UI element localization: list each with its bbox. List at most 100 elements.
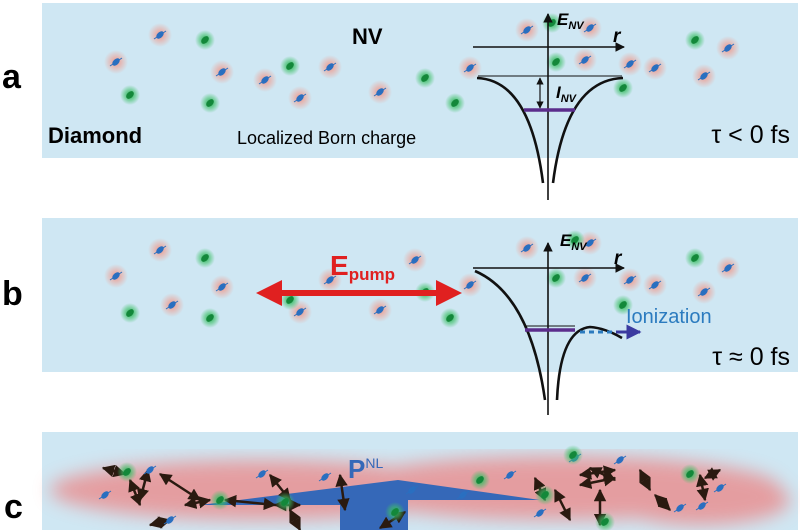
localized-charge [643,56,667,80]
electron [98,490,112,500]
electron [456,490,470,500]
interaction-arrow [223,494,277,511]
nitrogen-atom [546,268,566,288]
electron [673,503,687,513]
nitrogen-atom [563,445,583,465]
interaction-arrow [696,473,709,502]
localized-charge [403,248,427,272]
localized-charge [458,56,482,80]
localized-charge [104,50,128,74]
nitrogen-atom [195,30,215,50]
localized-charge [210,275,234,299]
nitrogen-atom [595,512,615,530]
panel-b-letter: b [2,275,23,313]
electron [405,485,419,495]
localized-charge [618,52,642,76]
pump-field-label: Epump [330,250,395,284]
nitrogen-atom [546,52,566,72]
potential-well-a [473,13,625,200]
localized-charge [515,18,539,42]
localized-charge [573,48,597,72]
nitrogen-atom [613,78,633,98]
localized-charge [318,268,342,292]
localized-charge [368,298,392,322]
localized-charge [458,273,482,297]
panel-a-atoms [104,13,740,113]
nitrogen-atom [680,464,700,484]
electron [695,501,709,511]
nitrogen-atom [200,93,220,113]
nonlinear-polarization-arrow [200,480,540,530]
localized-charge [288,86,312,110]
interaction-arrow [703,467,722,481]
r-axis-label-b: r [614,248,623,269]
localized-charge [148,238,172,262]
nitrogen-atom [210,490,230,510]
localized-charge [368,80,392,104]
localized-charge [253,68,277,92]
interaction-arrow [183,496,212,509]
localized-charge [104,264,128,288]
nv-label: NV [352,24,383,49]
nitrogen-atom [385,502,405,522]
localized-charge [716,256,740,280]
electron [503,470,517,480]
interaction-arrow [578,465,617,480]
time-label-b: τ ≈ 0 fs [712,343,790,371]
r-axis-label-a: r [613,26,622,47]
electron [143,465,157,475]
interaction-arrow [335,473,350,512]
nitrogen-atom [117,462,137,482]
interaction-arrow [553,488,572,522]
electron [318,472,332,482]
localized-charge [643,273,667,297]
energy-axis-label-a: ENV [557,10,585,32]
nitrogen-atom [200,308,220,328]
nitrogen-atom [685,248,705,268]
localized-charge [573,266,597,290]
nitrogen-atom [415,68,435,88]
localized-charge [160,293,184,317]
nitrogen-atom [445,93,465,113]
interaction-arrow [654,494,671,511]
pnl-label: PNL [348,454,383,484]
ionization-energy-label: INV [556,83,578,105]
localized-charge [578,16,602,40]
localized-charge [318,55,342,79]
electron [255,469,269,479]
nitrogen-atom [195,248,215,268]
nitrogen-atom [685,30,705,50]
localized-charge [618,268,642,292]
localized-charge [716,36,740,60]
born-charge-label: Localized Born charge [237,128,416,148]
energy-axis-label-b: ENV [560,231,588,253]
localized-charge [692,64,716,88]
localized-charge [692,280,716,304]
pump-field-arrow [256,280,462,306]
panel-b-atoms [104,230,740,328]
interaction-arrow [136,468,152,502]
panel-a-letter: a [2,58,22,96]
diamond-label: Diamond [48,123,142,148]
bond-network [98,445,727,530]
nitrogen-atom [280,56,300,76]
ionization-label: Ionization [626,306,712,328]
nitrogen-atom [470,470,490,490]
nitrogen-atom [565,230,585,250]
interaction-arrow [638,468,652,492]
nitrogen-atom [275,492,295,512]
interaction-arrow [288,508,302,530]
nitrogen-atom [613,295,633,315]
potential-well-b [473,242,642,415]
nitrogen-atom [120,85,140,105]
electron [533,508,547,518]
time-label-a: τ < 0 fs [711,121,790,149]
panel-c-letter: c [4,488,23,526]
nitrogen-atom [535,485,555,505]
electron [163,515,177,525]
localized-charge [210,60,234,84]
electron [713,483,727,493]
nitrogen-atom [440,308,460,328]
localized-charge [148,23,172,47]
